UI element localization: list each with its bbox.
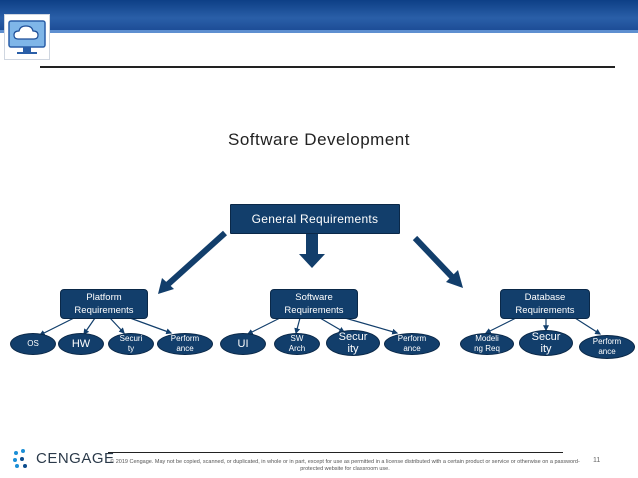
top-divider	[40, 66, 615, 68]
down-arrow-icon	[299, 234, 325, 268]
diagram-title: Software Development	[228, 130, 410, 149]
node-label-line: Software	[295, 292, 333, 303]
bottom-divider	[108, 452, 563, 453]
node-label-line: ance	[176, 344, 194, 353]
node-label-line: Database	[524, 292, 566, 303]
leaf-node-1-1: OS	[10, 333, 56, 355]
leaf-node-2-1: UI	[220, 333, 266, 355]
node-label-line: Perform	[397, 334, 427, 343]
node-label-line: ty	[127, 344, 135, 353]
down-left-arrow-icon	[158, 230, 228, 294]
leaf-node-1-2: HW	[58, 333, 104, 355]
page-number: 11	[593, 457, 601, 464]
node-label-line: ance	[598, 347, 616, 356]
node-label-line: SW	[290, 334, 304, 343]
node-label-line: Requirements	[284, 305, 344, 316]
node-label-line: Requirements	[74, 305, 134, 316]
node-label-line: ance	[403, 344, 421, 353]
down-right-arrow-icon	[412, 235, 463, 288]
cloud-monitor-icon	[4, 14, 50, 60]
node-label-line: OS	[27, 339, 39, 348]
node-label-line: ng Req	[474, 344, 500, 353]
node-label-line: Requirements	[515, 305, 575, 316]
brand-name: CENGAGE	[36, 450, 115, 467]
node-label-line: Securi	[119, 334, 143, 343]
node-label-line: Secur	[338, 331, 368, 343]
header-bar	[0, 0, 638, 30]
node-label-line: ity	[540, 343, 552, 355]
node-label-line: ity	[347, 343, 359, 355]
node-label-line: Platform	[86, 292, 122, 303]
root-node-general-requirements: General Requirements	[230, 204, 400, 234]
node-label-line: Modeli	[475, 334, 499, 343]
header-stripe	[0, 30, 638, 33]
node-label-line: Perform	[592, 337, 622, 346]
cengage-logo-icon	[12, 449, 34, 474]
node-label-line: Arch	[288, 344, 306, 353]
node-label-line: Perform	[170, 334, 200, 343]
node-label-line: HW	[71, 338, 91, 350]
copyright-notice: © 2019 Cengage. May not be copied, scann…	[110, 459, 580, 472]
branch-connectors	[38, 317, 602, 336]
node-label-line: Secur	[531, 331, 561, 343]
node-label-line: UI	[237, 338, 249, 350]
